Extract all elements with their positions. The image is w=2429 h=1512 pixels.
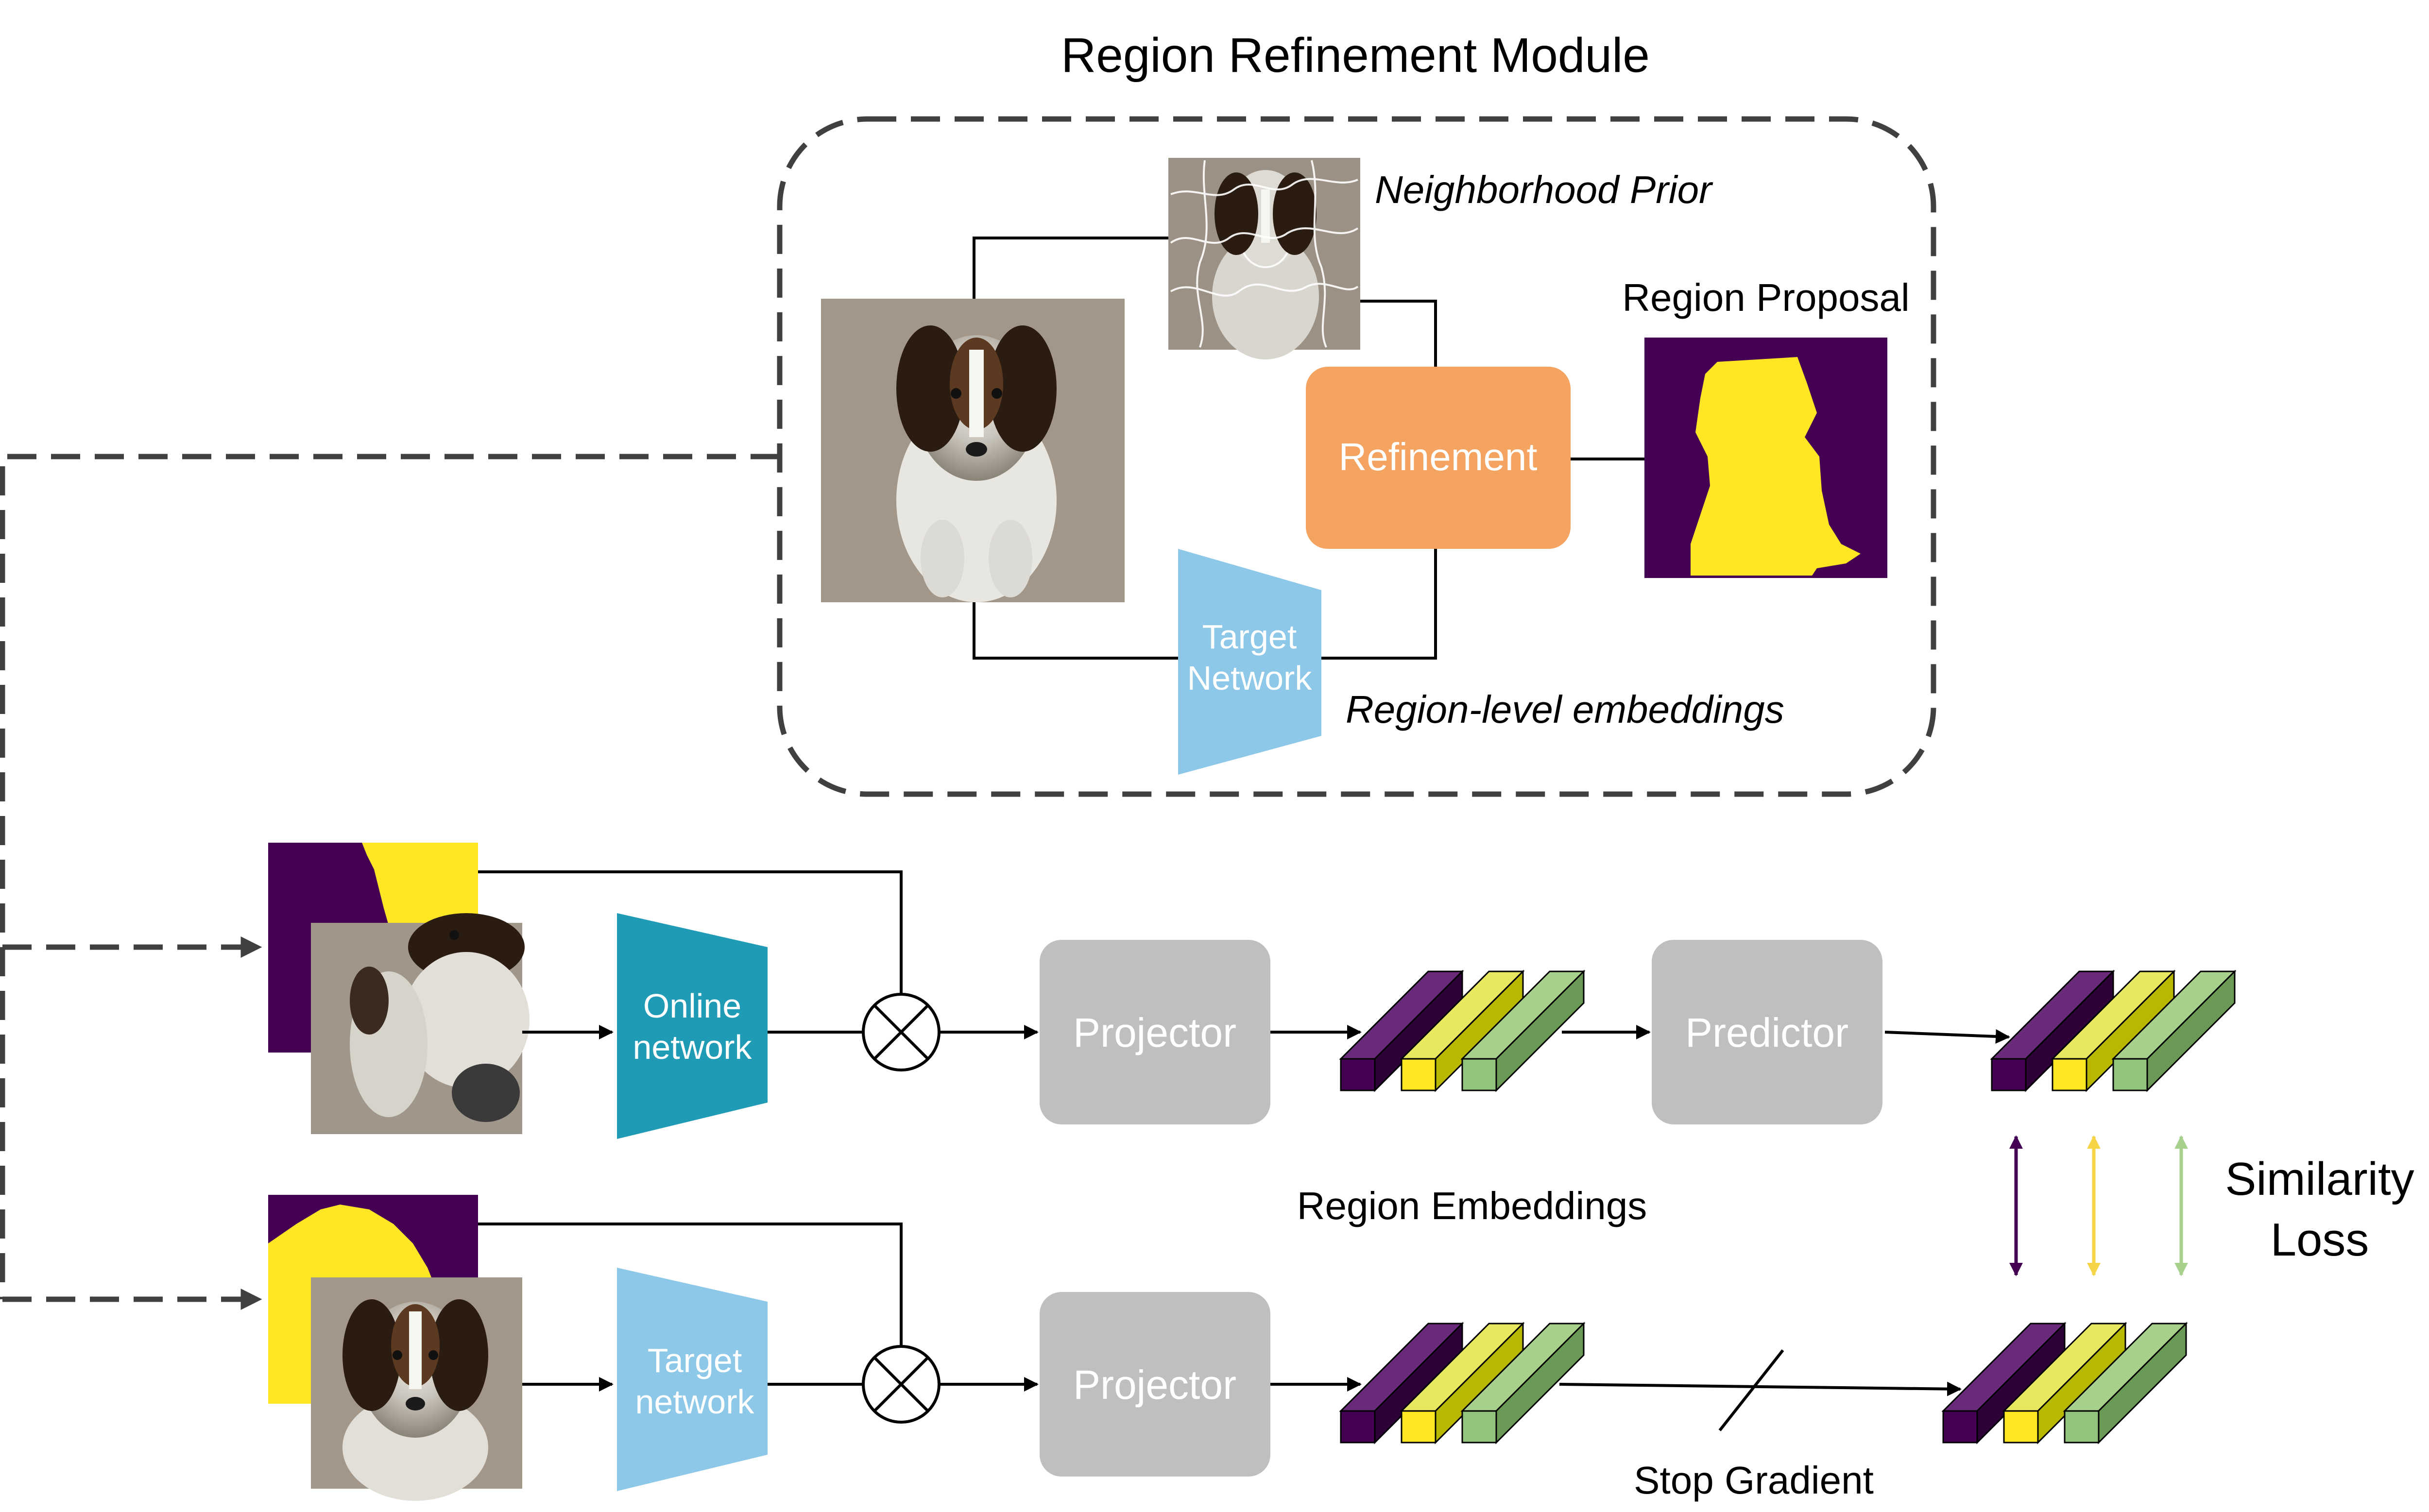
tgt-embed-green — [1460, 1322, 1586, 1444]
predictor-label: Predictor — [1685, 1010, 1848, 1055]
target-dog-crop — [311, 1277, 522, 1501]
stop-gradient-arrow — [1559, 1381, 1962, 1396]
online-network-label-line2: network — [633, 1028, 752, 1066]
target-multiply-node — [862, 1345, 941, 1424]
stop-gradient-slash — [1718, 1349, 1784, 1431]
module-target-network-label-line1: Target — [1202, 618, 1297, 656]
online-projector-label: Projector — [1073, 1010, 1236, 1055]
online-predicted-embeddings — [1990, 969, 2237, 1092]
stop-gradient-label: Stop Gradient — [1634, 1459, 1874, 1502]
module-target-network-trapezoid — [1178, 549, 1321, 775]
similarity-loss-label-line2: Loss — [2271, 1214, 2369, 1266]
predictor-box — [1652, 940, 1882, 1124]
refinement-label: Refinement — [1338, 435, 1537, 478]
online-network-trapezoid — [617, 913, 768, 1139]
pred-embed-purple — [1990, 969, 2115, 1092]
final-embed-green — [2063, 1322, 2188, 1444]
pred-embed-green — [2111, 969, 2237, 1092]
target-region-embeddings — [1339, 1322, 1586, 1444]
region-level-embeddings-label: Region-level embeddings — [1346, 688, 1784, 731]
neighborhood-prior-image — [1168, 158, 1360, 359]
region-proposal-label: Region Proposal — [1622, 276, 1909, 319]
refinement-box — [1306, 367, 1571, 549]
online-connectors — [478, 870, 903, 1034]
target-network-label-line2: network — [635, 1383, 754, 1421]
dog-photo-module — [821, 299, 1125, 602]
neighborhood-prior-label: Neighborhood Prior — [1375, 168, 1713, 211]
dashed-feed-lines — [0, 454, 780, 1310]
online-network-label-line1: Online — [643, 987, 741, 1025]
online-projector-box — [1040, 940, 1270, 1124]
module-connectors — [973, 237, 1644, 660]
region-proposal-mask — [1644, 338, 1887, 578]
final-embed-yellow — [2002, 1322, 2127, 1444]
embed-green — [1460, 969, 1586, 1092]
target-projector-box — [1040, 1292, 1270, 1477]
predictor-to-output-arrow — [1884, 1029, 2010, 1044]
target-projector-label: Projector — [1073, 1362, 1236, 1408]
online-region-embeddings — [1339, 969, 1586, 1092]
online-multiply-node — [862, 993, 941, 1071]
similarity-loss-label-line1: Similarity — [2225, 1153, 2414, 1205]
online-dog-crop — [311, 913, 530, 1134]
target-final-embeddings — [1941, 1322, 2188, 1444]
target-network-label-line1: Target — [648, 1342, 742, 1379]
module-title: Region Refinement Module — [1061, 28, 1650, 83]
module-target-network-label-line2: Network — [1187, 659, 1313, 697]
target-network-trapezoid — [617, 1268, 768, 1491]
tgt-embed-yellow — [1400, 1322, 1525, 1444]
embed-yellow — [1400, 969, 1525, 1092]
region-embeddings-label: Region Embeddings — [1297, 1184, 1647, 1227]
target-connectors — [478, 1223, 903, 1386]
